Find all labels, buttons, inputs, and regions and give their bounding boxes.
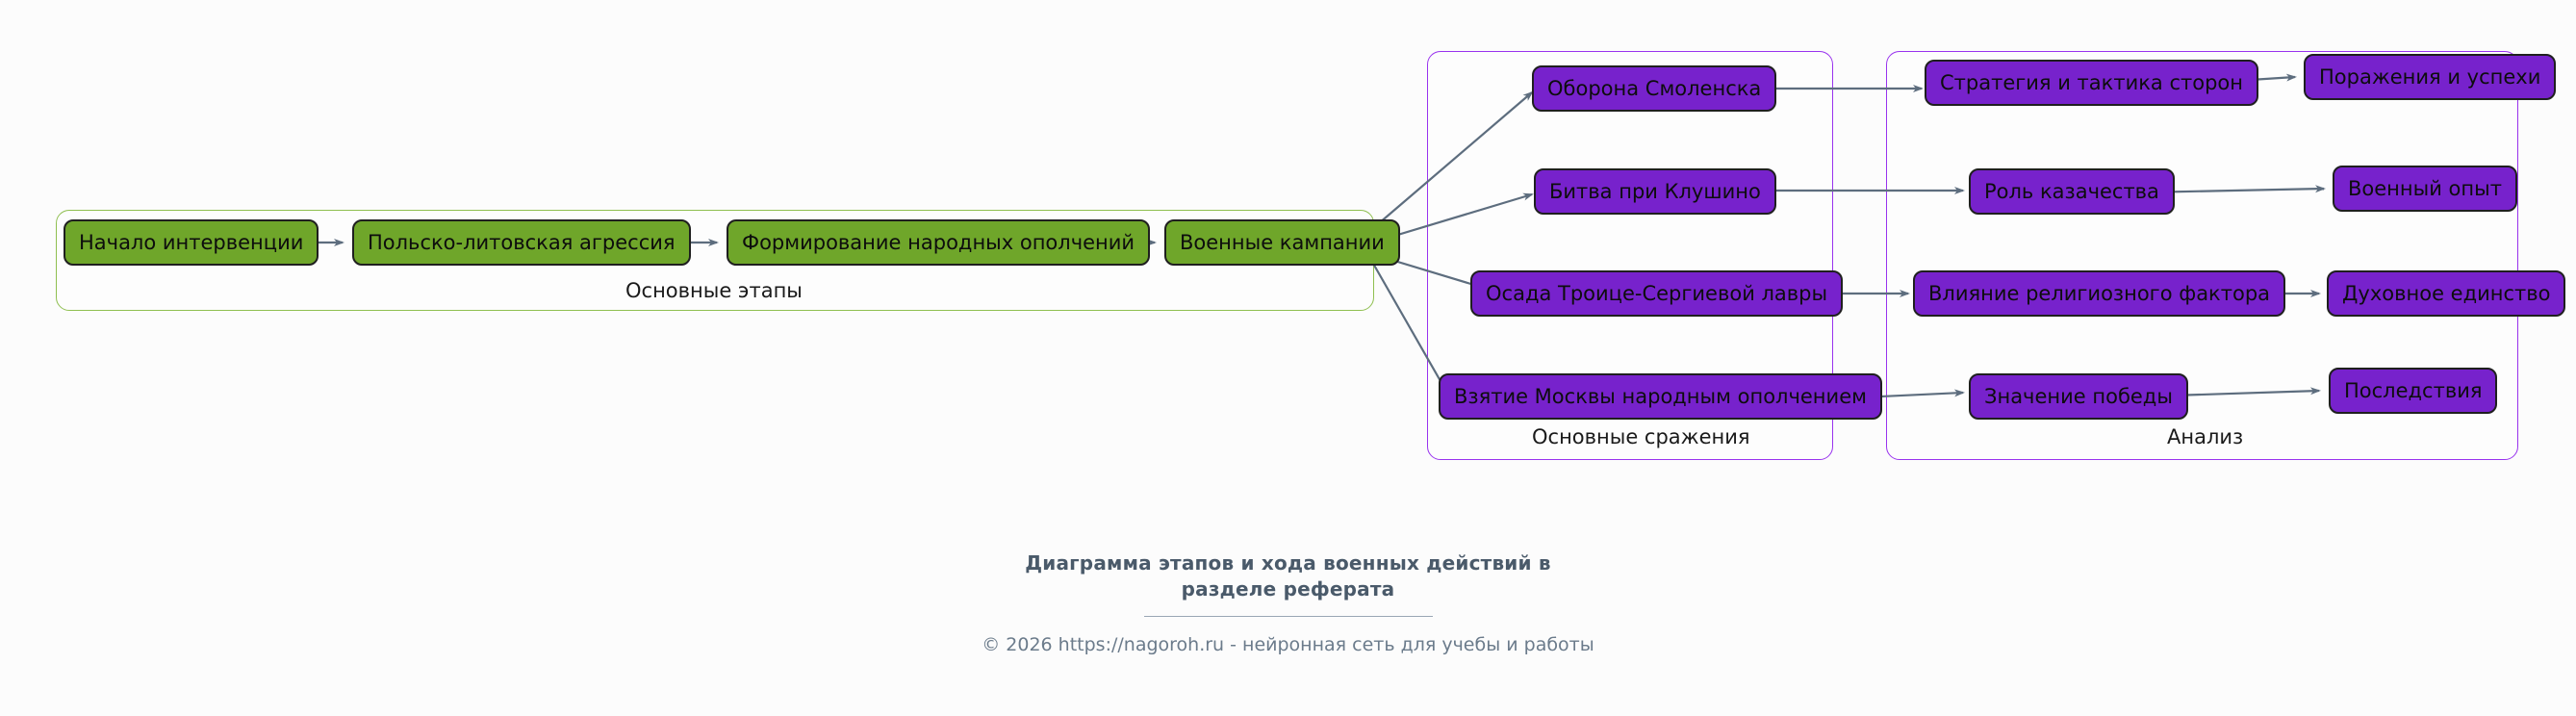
cluster-analysis-label: Анализ xyxy=(2167,425,2244,448)
footer-copyright: © 2026 https://nagoroh.ru - нейронная се… xyxy=(982,634,1594,655)
footer-title: Диаграмма этапов и хода военных действий… xyxy=(0,550,2576,602)
cluster-stages-label: Основные этапы xyxy=(625,279,803,302)
footer-title-line2: разделе реферата xyxy=(1181,577,1395,601)
node-smolensk-label: Оборона Смоленска xyxy=(1547,76,1762,100)
node-strategy-label: Стратегия и тактика сторон xyxy=(1940,70,2243,94)
node-defeats[interactable]: Поражения и успехи xyxy=(2304,54,2557,100)
node-aggression-label: Польско-литовская агрессия xyxy=(368,230,676,254)
node-victory-label: Значение победы xyxy=(1984,384,2173,408)
footer-divider xyxy=(1143,616,1433,617)
node-spiritual-label: Духовное единство xyxy=(2342,281,2551,305)
cluster-battles-label: Основные сражения xyxy=(1532,425,1750,448)
node-moscow[interactable]: Взятие Москвы народным ополчением xyxy=(1439,373,1882,420)
node-consequences[interactable]: Последствия xyxy=(2329,368,2498,414)
node-militia[interactable]: Формирование народных ополчений xyxy=(727,219,1151,266)
footer-title-line1: Диаграмма этапов и хода военных действий… xyxy=(1025,551,1551,575)
node-moscow-label: Взятие Москвы народным ополчением xyxy=(1454,384,1867,408)
node-militia-label: Формирование народных ополчений xyxy=(742,230,1135,254)
node-aggression[interactable]: Польско-литовская агрессия xyxy=(352,219,691,266)
node-lavra-label: Осада Троице-Сергиевой лавры xyxy=(1486,281,1828,305)
node-experience-label: Военный опыт xyxy=(2348,176,2502,200)
footer: Диаграмма этапов и хода военных действий… xyxy=(0,550,2576,655)
node-campaigns[interactable]: Военные кампании xyxy=(1164,219,1400,266)
node-lavra[interactable]: Осада Троице-Сергиевой лавры xyxy=(1470,270,1844,317)
node-experience[interactable]: Военный опыт xyxy=(2333,166,2517,212)
node-defeats-label: Поражения и успехи xyxy=(2319,64,2541,89)
node-religion-label: Влияние религиозного фактора xyxy=(1928,281,2271,305)
node-cossacks[interactable]: Роль казачества xyxy=(1969,168,2175,215)
node-klushino[interactable]: Битва при Клушино xyxy=(1534,168,1776,215)
node-consequences-label: Последствия xyxy=(2344,378,2483,402)
node-campaigns-label: Военные кампании xyxy=(1180,230,1385,254)
node-victory[interactable]: Значение победы xyxy=(1969,373,2188,420)
node-religion[interactable]: Влияние религиозного фактора xyxy=(1913,270,2286,317)
node-spiritual[interactable]: Духовное единство xyxy=(2327,270,2566,317)
node-smolensk[interactable]: Оборона Смоленска xyxy=(1532,65,1777,112)
node-cossacks-label: Роль казачества xyxy=(1984,179,2159,203)
node-start-label: Начало интервенции xyxy=(79,230,304,254)
node-strategy[interactable]: Стратегия и тактика сторон xyxy=(1925,60,2258,106)
node-start[interactable]: Начало интервенции xyxy=(64,219,319,266)
node-klushino-label: Битва при Клушино xyxy=(1549,179,1761,203)
